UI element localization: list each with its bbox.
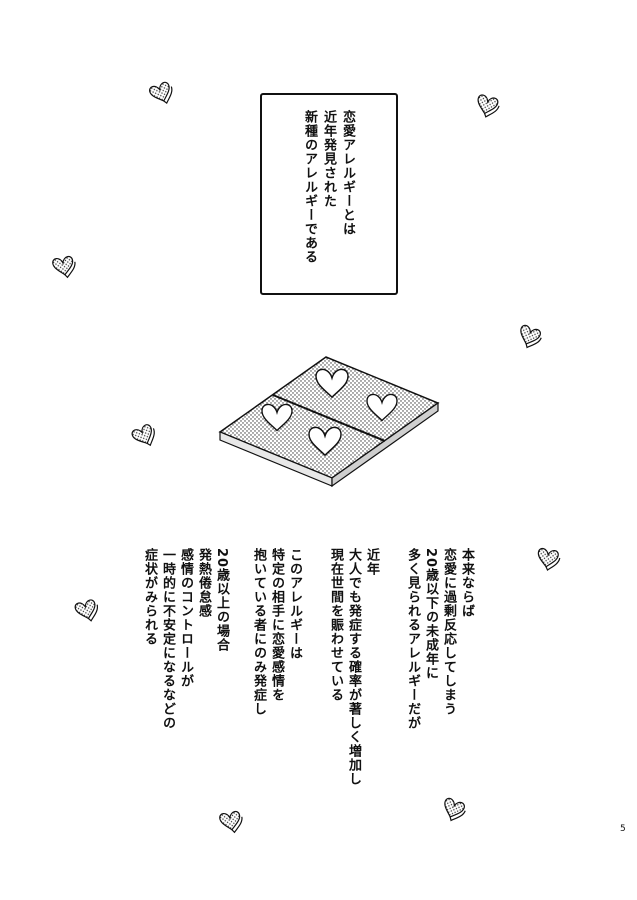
heart-chocolate-icon bbox=[218, 809, 245, 836]
paragraph-4-line-1: 20歳以上の場合 bbox=[214, 548, 229, 653]
title-line-2: 近年発見された bbox=[321, 110, 336, 208]
title-line-3: 新種のアレルギーである bbox=[302, 110, 317, 264]
heart-chocolate-icon bbox=[51, 254, 78, 281]
paragraph-1-line-3: 20歳以下の未成年に bbox=[423, 548, 438, 681]
paragraph-4-line-3: 感情のコントロールが bbox=[178, 548, 193, 688]
paragraph-1-line-1: 本来ならば bbox=[459, 548, 474, 618]
paragraph-2-line-3: 現在世間を賑わせている bbox=[328, 548, 343, 702]
paragraph-4-line-2: 発熱倦怠感 bbox=[196, 548, 211, 618]
paragraph-2-line-2: 大人でも発症する確率が著しく増加し bbox=[346, 548, 361, 786]
heart-chocolate-icon bbox=[515, 323, 545, 352]
heart-chocolate-icon bbox=[535, 547, 562, 573]
heart-chocolate-icon bbox=[130, 421, 160, 451]
paragraph-4-line-4: 一時的に不安定になるなどの bbox=[160, 548, 175, 730]
paragraph-2-line-1: 近年 bbox=[364, 548, 379, 576]
chocolate-tray-icon bbox=[218, 356, 440, 488]
title-line-1: 恋愛アレルギーとは bbox=[340, 110, 355, 236]
paragraph-1-line-4: 多く見られるアレルギーだが bbox=[405, 548, 420, 730]
heart-chocolate-icon bbox=[439, 796, 469, 825]
page-number: 5 bbox=[620, 824, 626, 834]
title-box bbox=[260, 93, 398, 295]
paragraph-3-line-2: 特定の相手に恋愛感情を bbox=[269, 548, 284, 702]
heart-chocolate-icon bbox=[73, 597, 102, 625]
paragraph-4-line-5: 症状がみられる bbox=[142, 548, 157, 646]
heart-chocolate-icon bbox=[147, 79, 177, 108]
paragraph-1-line-2: 恋愛に過剰反応してしまう bbox=[441, 548, 456, 716]
paragraph-3-line-1: このアレルギーは bbox=[287, 548, 302, 660]
heart-chocolate-icon bbox=[473, 93, 502, 121]
paragraph-3-line-3: 抱いている者にのみ発症し bbox=[251, 548, 266, 716]
